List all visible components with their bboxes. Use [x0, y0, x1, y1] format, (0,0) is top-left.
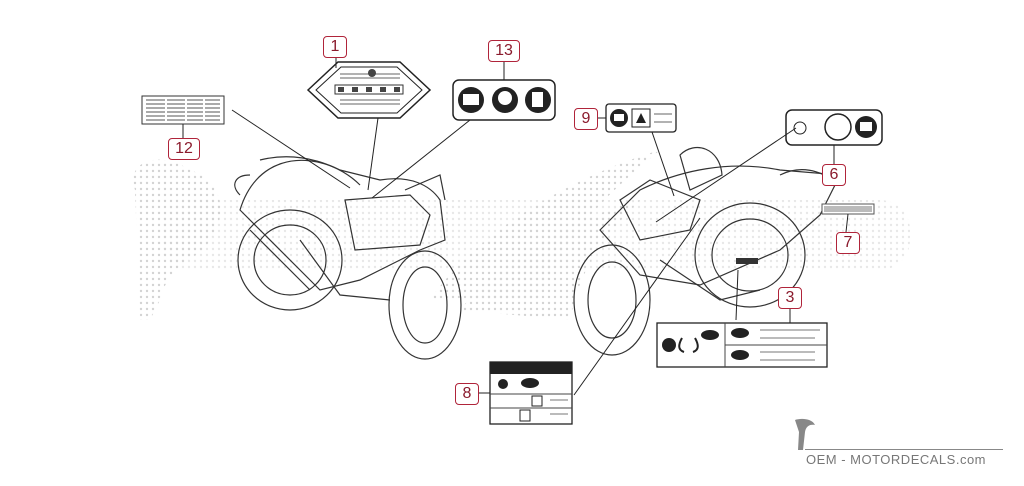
label-7-illustration: [821, 203, 875, 215]
brand-text: OEM - MOTORDECALS.com: [806, 452, 987, 467]
callout-6: 6: [822, 164, 846, 186]
label-13-illustration: [452, 79, 556, 121]
callout-9: 9: [574, 108, 598, 130]
label-1-illustration: [306, 61, 432, 119]
left-motorcycle-illustration: [234, 156, 462, 360]
label-12-illustration: [141, 95, 225, 125]
callout-13: 13: [488, 40, 520, 62]
right-motorcycle-illustration: [573, 146, 841, 356]
background-watermark: [133, 150, 910, 320]
callout-12: 12: [168, 138, 200, 160]
callout-1: 1: [323, 36, 347, 58]
callout-8: 8: [455, 383, 479, 405]
leader-lines: [182, 56, 849, 396]
label-3-illustration: [656, 322, 828, 368]
label-8-illustration: [489, 361, 573, 425]
callout-7: 7: [836, 232, 860, 254]
callout-3: 3: [778, 287, 802, 309]
label-9-illustration: [605, 103, 677, 133]
brand-divider: [805, 449, 1003, 450]
brand-logo-icon: [795, 418, 815, 450]
label-6-illustration: [785, 109, 883, 146]
